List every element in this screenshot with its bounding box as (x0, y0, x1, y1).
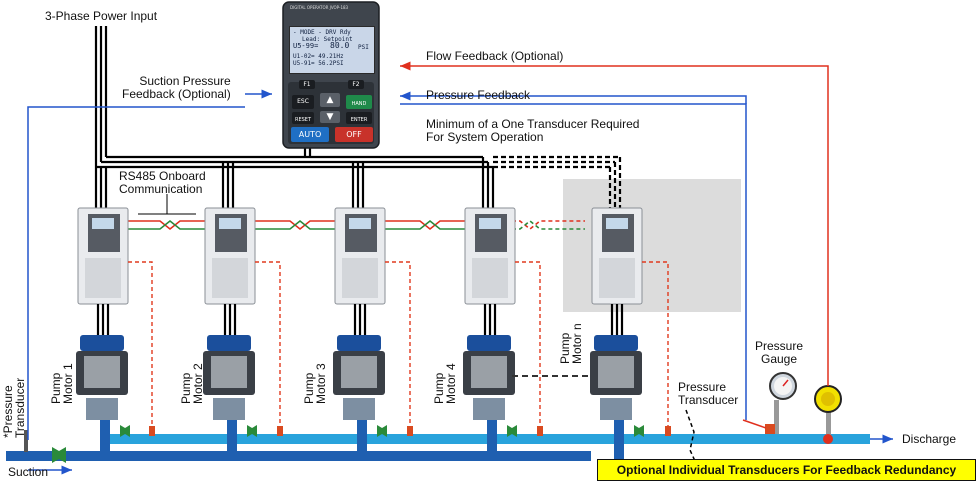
f1-button[interactable]: F1 (299, 80, 315, 89)
keypad-header: DIGITAL OPERATOR JVOP-183 (290, 5, 349, 10)
transducer-required-label: Minimum of a One Transducer Required For… (426, 117, 640, 144)
drive-n (591, 207, 643, 305)
power-input-label: 3-Phase Power Input (45, 9, 158, 23)
inline-transducers (149, 424, 775, 436)
pressure-gauge-label: Pressure Gauge (755, 339, 804, 366)
off-button[interactable]: OFF (335, 127, 373, 142)
keypad-u599-value: 80.0 (330, 41, 350, 50)
drive-2 (204, 207, 256, 305)
motor-n (590, 335, 642, 420)
motor-4 (463, 335, 515, 420)
down-arrow-icon[interactable]: ▼ (320, 111, 340, 123)
auto-button[interactable]: AUTO (291, 127, 329, 142)
feedback-lines (27, 61, 893, 475)
drive-1 (77, 207, 129, 305)
pump-motors (76, 335, 642, 420)
motor-wires (96, 304, 624, 336)
drive-4 (464, 207, 516, 305)
motor-3 (333, 335, 385, 420)
f2-button[interactable]: F2 (348, 80, 364, 89)
pressure-gauge-dial (769, 372, 797, 400)
hand-button[interactable]: HAND (346, 95, 372, 109)
esc-button[interactable]: ESC (292, 95, 314, 109)
reset-button[interactable]: RESET (292, 112, 314, 124)
keypad-screen: - MODE - DRV Rdy Lead: Setpoint U5-99= 8… (289, 26, 375, 74)
power-wires-optional (493, 155, 622, 212)
discharge-label: Discharge (902, 432, 957, 446)
transducer-links (128, 261, 669, 430)
drive-units (77, 207, 643, 305)
pump-motor-1-label: Pump Motor 1 (49, 363, 75, 404)
piping (6, 400, 870, 461)
keypad-u102-line: U1-02= 49.21Hz (293, 53, 344, 60)
pump-motor-3-label: Pump Motor 3 (302, 363, 328, 404)
suction-transducer-label: *Pressure Transducer (1, 377, 27, 438)
power-wires (94, 26, 495, 212)
keypad-mode-line: - MODE - DRV Rdy (293, 29, 351, 36)
pump-motor-2-label: Pump Motor 2 (179, 363, 205, 404)
pressure-transducer-label: Pressure Transducer (678, 380, 739, 407)
optional-transducers-note: Optional Individual Transducers For Feed… (597, 459, 976, 481)
flow-meter (814, 385, 842, 444)
keypad-u599-label: U5-99= (293, 42, 319, 50)
drive-3 (334, 207, 386, 305)
suction-feedback-label: Suction Pressure Feedback (Optional) (122, 74, 231, 101)
keypad-lead-line: Lead: Setpoint (302, 36, 353, 43)
motor-1 (76, 335, 128, 420)
motor-2 (203, 335, 255, 420)
flow-feedback-label: Flow Feedback (Optional) (426, 49, 564, 63)
optional-pump-region (563, 179, 741, 312)
rs485-label: RS485 Onboard Communication (119, 169, 206, 196)
enter-button[interactable]: ENTER (346, 112, 372, 124)
pressure-feedback-label: Pressure Feedback (426, 88, 531, 102)
pump-motor-n-label: Pump Motor n (558, 323, 584, 364)
valves (52, 425, 644, 463)
pump-motor-4-label: Pump Motor 4 (432, 363, 458, 404)
suction-label: Suction (8, 465, 49, 479)
keypad-u591-line: U5-91= 56.2PSI (293, 60, 344, 67)
up-arrow-icon[interactable]: ▲ (320, 93, 340, 107)
keypad-u599-unit: PSI (358, 44, 369, 51)
